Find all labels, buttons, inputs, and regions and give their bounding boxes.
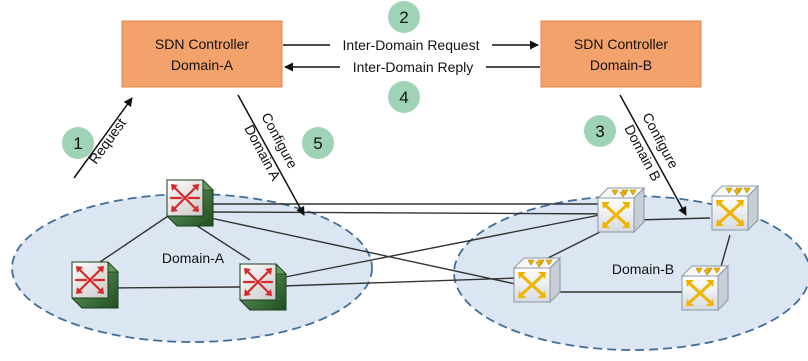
- link-a3-b1: [269, 211, 616, 281]
- step-badge-2: 2: [388, 1, 420, 33]
- controller-b-box: [540, 20, 702, 88]
- configure-b-arrow: [619, 94, 687, 216]
- controller-b-domain: Domain-B: [590, 57, 652, 73]
- step-badge-5: 5: [302, 127, 334, 159]
- link-a1-b1b: [211, 211, 626, 215]
- controller-a-domain: Domain-A: [171, 57, 234, 73]
- controller-a-title: SDN Controller: [155, 36, 249, 52]
- openflow-switch-icon[interactable]: [680, 264, 730, 312]
- step-5-number: 5: [313, 134, 322, 153]
- step-badge-4: 4: [388, 81, 420, 113]
- link-a3-b3: [281, 277, 519, 287]
- link-b2-b4: [719, 234, 731, 271]
- inter-domain-reply-label: Inter-Domain Reply: [353, 59, 474, 75]
- controller-a-box: [121, 20, 283, 88]
- link-a1-b3: [191, 213, 521, 286]
- openflow-switch-icon[interactable]: [512, 256, 562, 304]
- request-label-bg: [330, 37, 492, 53]
- controller-domain-b[interactable]: SDN Controller Domain-B: [540, 20, 702, 88]
- user-request-arrow: [73, 97, 133, 179]
- step-2-number: 2: [399, 8, 408, 27]
- reply-label-bg: [340, 59, 486, 75]
- inter-domain-request-label: Inter-Domain Request: [343, 37, 480, 53]
- domain-b-label: Domain-B: [612, 261, 674, 277]
- sdn-switch-icon[interactable]: [238, 262, 288, 312]
- link-b1-b2: [634, 217, 711, 221]
- configure-a-arrow: [237, 94, 305, 216]
- step-4-number: 4: [399, 88, 408, 107]
- step-badge-3: 3: [584, 115, 616, 147]
- step-1-number: 1: [73, 134, 82, 153]
- controller-domain-a[interactable]: SDN Controller Domain-A: [121, 20, 283, 88]
- openflow-switch-icon[interactable]: [596, 186, 646, 234]
- openflow-switch-icon[interactable]: [710, 184, 760, 232]
- step-badge-1: 1: [62, 127, 94, 159]
- sdn-switch-icon[interactable]: [165, 178, 215, 228]
- link-a2-a3: [107, 286, 241, 289]
- sdn-switch-icon[interactable]: [70, 260, 120, 310]
- step-3-number: 3: [595, 122, 604, 141]
- controller-b-title: SDN Controller: [574, 36, 668, 52]
- domain-a-label: Domain-A: [162, 250, 225, 266]
- link-a1-a2: [99, 207, 181, 263]
